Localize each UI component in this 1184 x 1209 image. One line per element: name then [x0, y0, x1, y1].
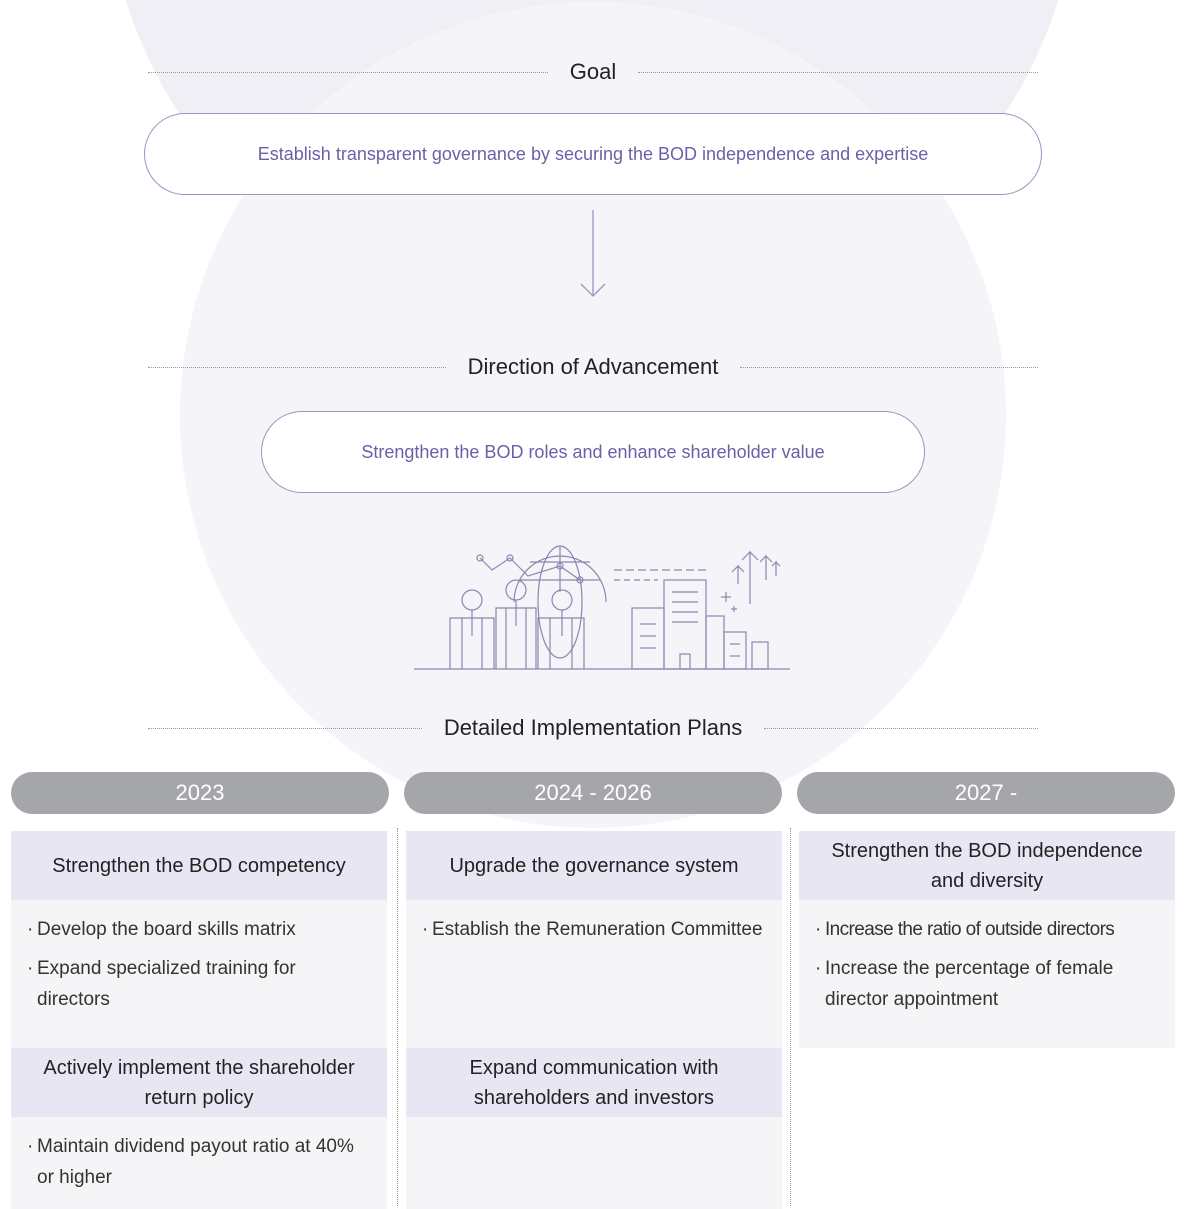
direction-text: Strengthen the BOD roles and enhance sha…	[361, 441, 825, 462]
goal-title: Goal	[569, 59, 617, 84]
divider-line	[148, 71, 548, 73]
business-people-city-illustration	[414, 545, 790, 670]
plan-items: · Establish the Remuneration Committee	[406, 900, 782, 1048]
divider-line	[148, 366, 446, 368]
direction-pill: Strengthen the BOD roles and enhance sha…	[261, 411, 925, 493]
divider-line	[148, 727, 422, 729]
plan-column-2023: Strengthen the BOD competency · Develop …	[11, 831, 387, 1209]
plans-title: Detailed Implementation Plans	[443, 715, 743, 740]
plan-items: · Maintain dividend payout ratio at 40% …	[11, 1117, 387, 1209]
list-item: · Maintain dividend payout ratio at 40% …	[27, 1136, 354, 1188]
plan-heading: Strengthen the BOD competency	[11, 831, 387, 900]
list-item: · Increase the ratio of outside director…	[815, 919, 1115, 940]
column-divider	[397, 828, 398, 1206]
year-label: 2023	[175, 780, 225, 805]
divider-line	[740, 366, 1039, 368]
direction-title: Direction of Advancement	[467, 354, 719, 379]
divider-line	[764, 727, 1039, 729]
list-item: · Expand specialized training for direct…	[27, 958, 296, 1010]
goal-section-title: Goal	[148, 57, 1039, 87]
plan-heading: Actively implement the shareholder retur…	[11, 1048, 387, 1117]
plan-heading: Strengthen the BOD independence and dive…	[799, 831, 1175, 900]
year-bar-2027: 2027 -	[797, 772, 1175, 814]
column-divider	[790, 828, 791, 1206]
plan-heading: Upgrade the governance system	[406, 831, 782, 900]
plan-heading: Expand communication with shareholders a…	[406, 1048, 782, 1117]
year-label: 2027 -	[954, 780, 1018, 805]
list-item: · Develop the board skills matrix	[27, 919, 296, 940]
list-item: · Establish the Remuneration Committee	[422, 919, 763, 940]
goal-text: Establish transparent governance by secu…	[257, 143, 929, 164]
year-bar-2024-2026: 2024 - 2026	[404, 772, 782, 814]
plans-section-title: Detailed Implementation Plans	[148, 713, 1039, 743]
year-bar-2023: 2023	[11, 772, 389, 814]
direction-section-title: Direction of Advancement	[148, 352, 1039, 382]
plan-column-2024-2026: Upgrade the governance system · Establis…	[406, 831, 782, 1209]
plan-items	[406, 1117, 782, 1209]
plan-column-2027: Strengthen the BOD independence and dive…	[799, 831, 1175, 1048]
divider-line	[638, 71, 1039, 73]
plan-items: · Increase the ratio of outside director…	[799, 900, 1175, 1048]
year-label: 2024 - 2026	[534, 780, 652, 805]
plan-items: · Develop the board skills matrix · Expa…	[11, 900, 387, 1048]
list-item: · Increase the percentage of female dire…	[815, 958, 1114, 1010]
goal-pill: Establish transparent governance by secu…	[144, 113, 1042, 195]
down-arrow-icon	[580, 210, 606, 297]
